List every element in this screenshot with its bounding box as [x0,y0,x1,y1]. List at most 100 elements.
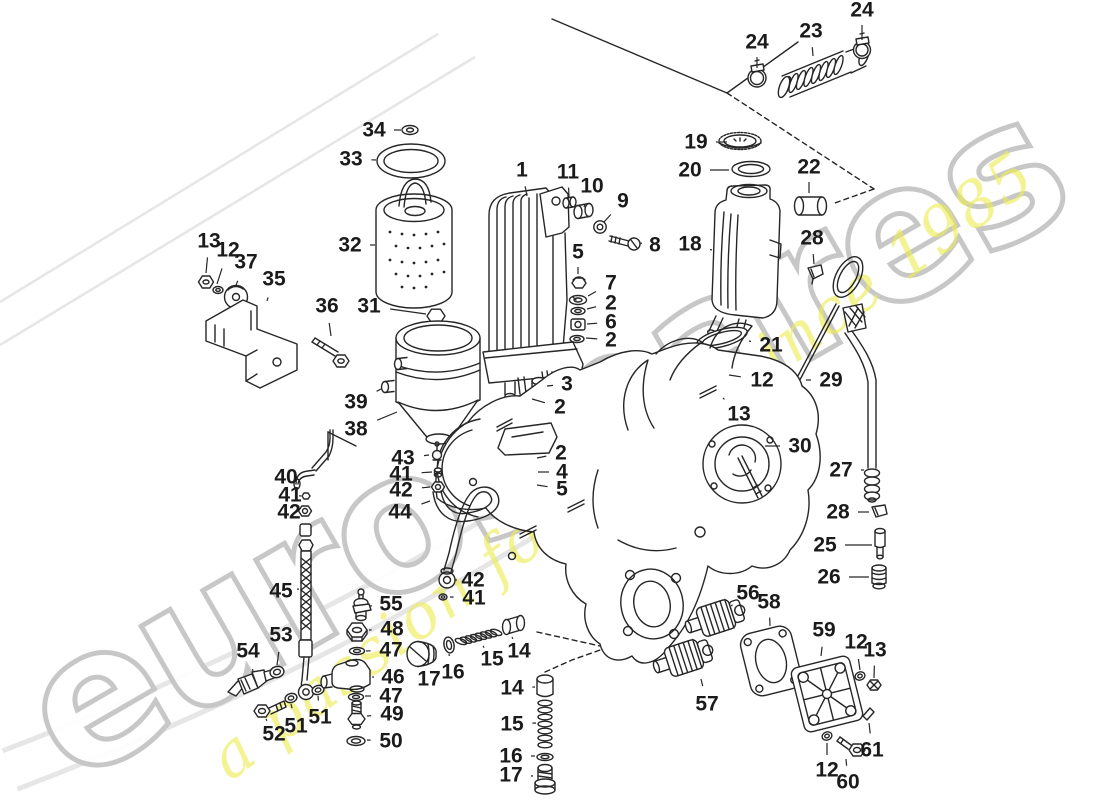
callout-number-45: 45 [269,580,293,603]
callout-number-21: 21 [759,334,783,357]
callout-leader-51 [290,703,293,709]
callout-leader-3 [546,384,554,387]
callout-number-41: 41 [462,587,486,610]
callout-number-5: 5 [572,241,584,264]
callout-leader-54 [251,668,254,672]
part-44-oil-hose [432,486,500,589]
part-32-filter-element [375,178,453,309]
callout-number-14: 14 [507,640,531,663]
callout-number-60: 60 [836,771,859,794]
callout-leader-10 [583,204,586,208]
part-52-banjo-bolt [253,700,287,718]
part-16-ring-v [536,752,554,762]
callout-leader-12 [857,658,861,671]
part-49-fitting [347,700,366,730]
callout-number-59: 59 [812,619,835,642]
callout-number-31: 31 [357,295,381,318]
callout-number-42: 42 [461,569,484,592]
callout-leader-38 [376,411,398,421]
callout-leader-7 [587,290,597,297]
part-14-piston-h [501,614,526,636]
callout-number-1: 1 [516,159,528,182]
callout-number-8: 8 [649,234,661,257]
callout-number-47: 47 [379,685,402,708]
callout-number-2: 2 [605,329,617,352]
callout-number-4: 4 [556,461,568,484]
part-27-dipstick-tube [842,303,881,503]
part-60-bolt [836,736,866,757]
callout-number-57: 57 [695,693,718,716]
callout-leader-9 [603,214,612,223]
callout-number-58: 58 [757,591,781,614]
callout-leader-12 [728,374,741,378]
callout-leader-43 [423,454,430,457]
callout-leader-5 [536,484,548,488]
callout-number-51: 51 [308,706,332,729]
callout-number-40: 40 [274,466,297,489]
part-38-filter-housing [380,308,481,445]
part-34-cap-nut [401,124,419,136]
part-46-union-elbow [320,658,371,693]
callout-number-12: 12 [216,239,239,262]
callout-leader-14 [511,636,514,640]
callout-number-43: 43 [391,447,414,470]
callout-number-41: 41 [278,484,302,507]
callout-leader-2 [586,306,597,310]
callout-number-3: 3 [561,373,573,396]
callout-number-48: 48 [380,618,404,641]
callout-number-33: 33 [339,148,362,171]
callout-number-24: 24 [850,0,874,22]
part-10-sleeve [573,202,594,220]
callout-number-2: 2 [555,442,567,465]
part-61-pin [862,707,875,721]
part-5-cap-nut [571,276,587,289]
callout-number-12: 12 [815,759,838,782]
part-7-lock-washer [568,294,588,306]
part-17-plug-screw-h [406,640,437,668]
callout-number-28: 28 [826,501,850,524]
callout-number-52: 52 [262,723,285,746]
callout-number-30: 30 [788,435,811,458]
part-13-nut [197,275,215,289]
part-59-pump-cover [790,655,864,733]
part-56-pump-gear [684,598,746,637]
part-42-nut-a [430,481,446,493]
part-26-plug [871,564,887,590]
callout-number-28: 28 [800,227,824,250]
callout-number-26: 26 [817,566,840,589]
part-8-screw [608,235,641,251]
callout-number-2: 2 [605,292,617,315]
diagram-line-art [197,18,888,795]
callout-number-7: 7 [605,272,617,295]
callout-number-53: 53 [269,624,292,647]
callout-number-14: 14 [500,677,524,700]
part-53-seal [269,665,285,679]
part-35-bracket [205,299,298,389]
part-36-bolt [311,337,350,368]
callout-leader-42 [421,486,431,489]
callout-number-61: 61 [860,739,884,762]
callout-number-32: 32 [338,234,361,257]
part-51-washer-a [284,692,298,704]
part-12-washer-cover-b [821,731,833,741]
callout-leader-52 [265,718,268,722]
part-54-temp-sensor [227,669,275,697]
callout-number-18: 18 [678,233,702,256]
callout-number-2: 2 [554,396,566,419]
callout-number-10: 10 [580,175,603,198]
part-28-clip-tube [871,504,888,518]
callout-leader-18 [709,248,713,251]
callout-leader-59 [820,646,823,657]
callout-number-5: 5 [556,478,568,501]
part-1-oil-cooler [482,186,584,400]
callout-number-49: 49 [380,703,403,726]
part-6-square-nut [570,318,586,331]
callout-leader-31 [390,308,427,315]
part-15-spring-h [454,628,503,646]
callout-number-41: 41 [389,463,413,486]
callout-number-42: 42 [277,501,300,524]
callout-number-34: 34 [362,119,386,142]
part-17-plug-v [534,763,556,795]
